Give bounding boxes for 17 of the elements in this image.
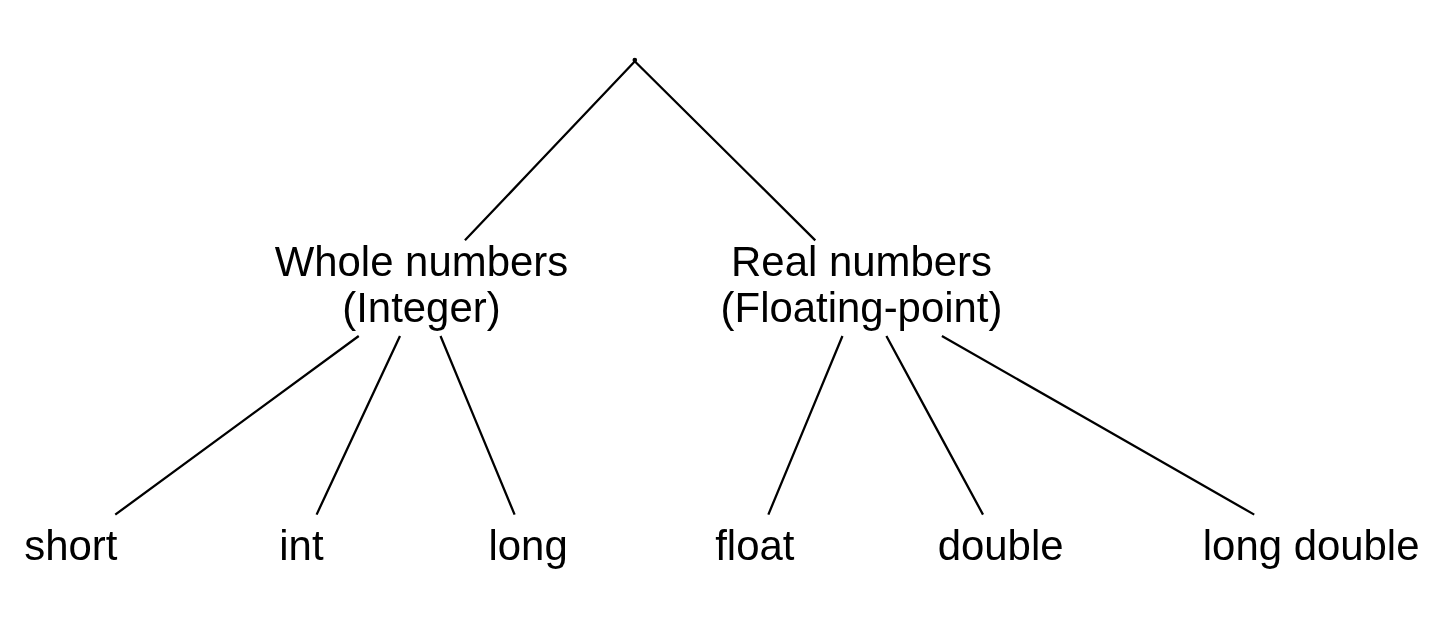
node-text: int bbox=[279, 521, 324, 569]
connector bbox=[464, 60, 636, 241]
connector bbox=[941, 334, 1255, 516]
node-point bbox=[632, 57, 638, 62]
connector bbox=[114, 334, 360, 516]
connector bbox=[767, 335, 844, 515]
node-text: short bbox=[24, 521, 118, 569]
node-text: Whole numbers (Integer) bbox=[274, 237, 569, 331]
node-text: long bbox=[488, 521, 568, 569]
connector bbox=[439, 335, 516, 515]
connector bbox=[315, 335, 401, 515]
node-text: float bbox=[715, 521, 795, 569]
node-text: Real numbers (Floating-point) bbox=[720, 237, 1003, 331]
node-text: long double bbox=[1202, 521, 1420, 569]
connector bbox=[634, 60, 817, 241]
node-text: double bbox=[937, 521, 1064, 569]
connector bbox=[885, 334, 984, 515]
